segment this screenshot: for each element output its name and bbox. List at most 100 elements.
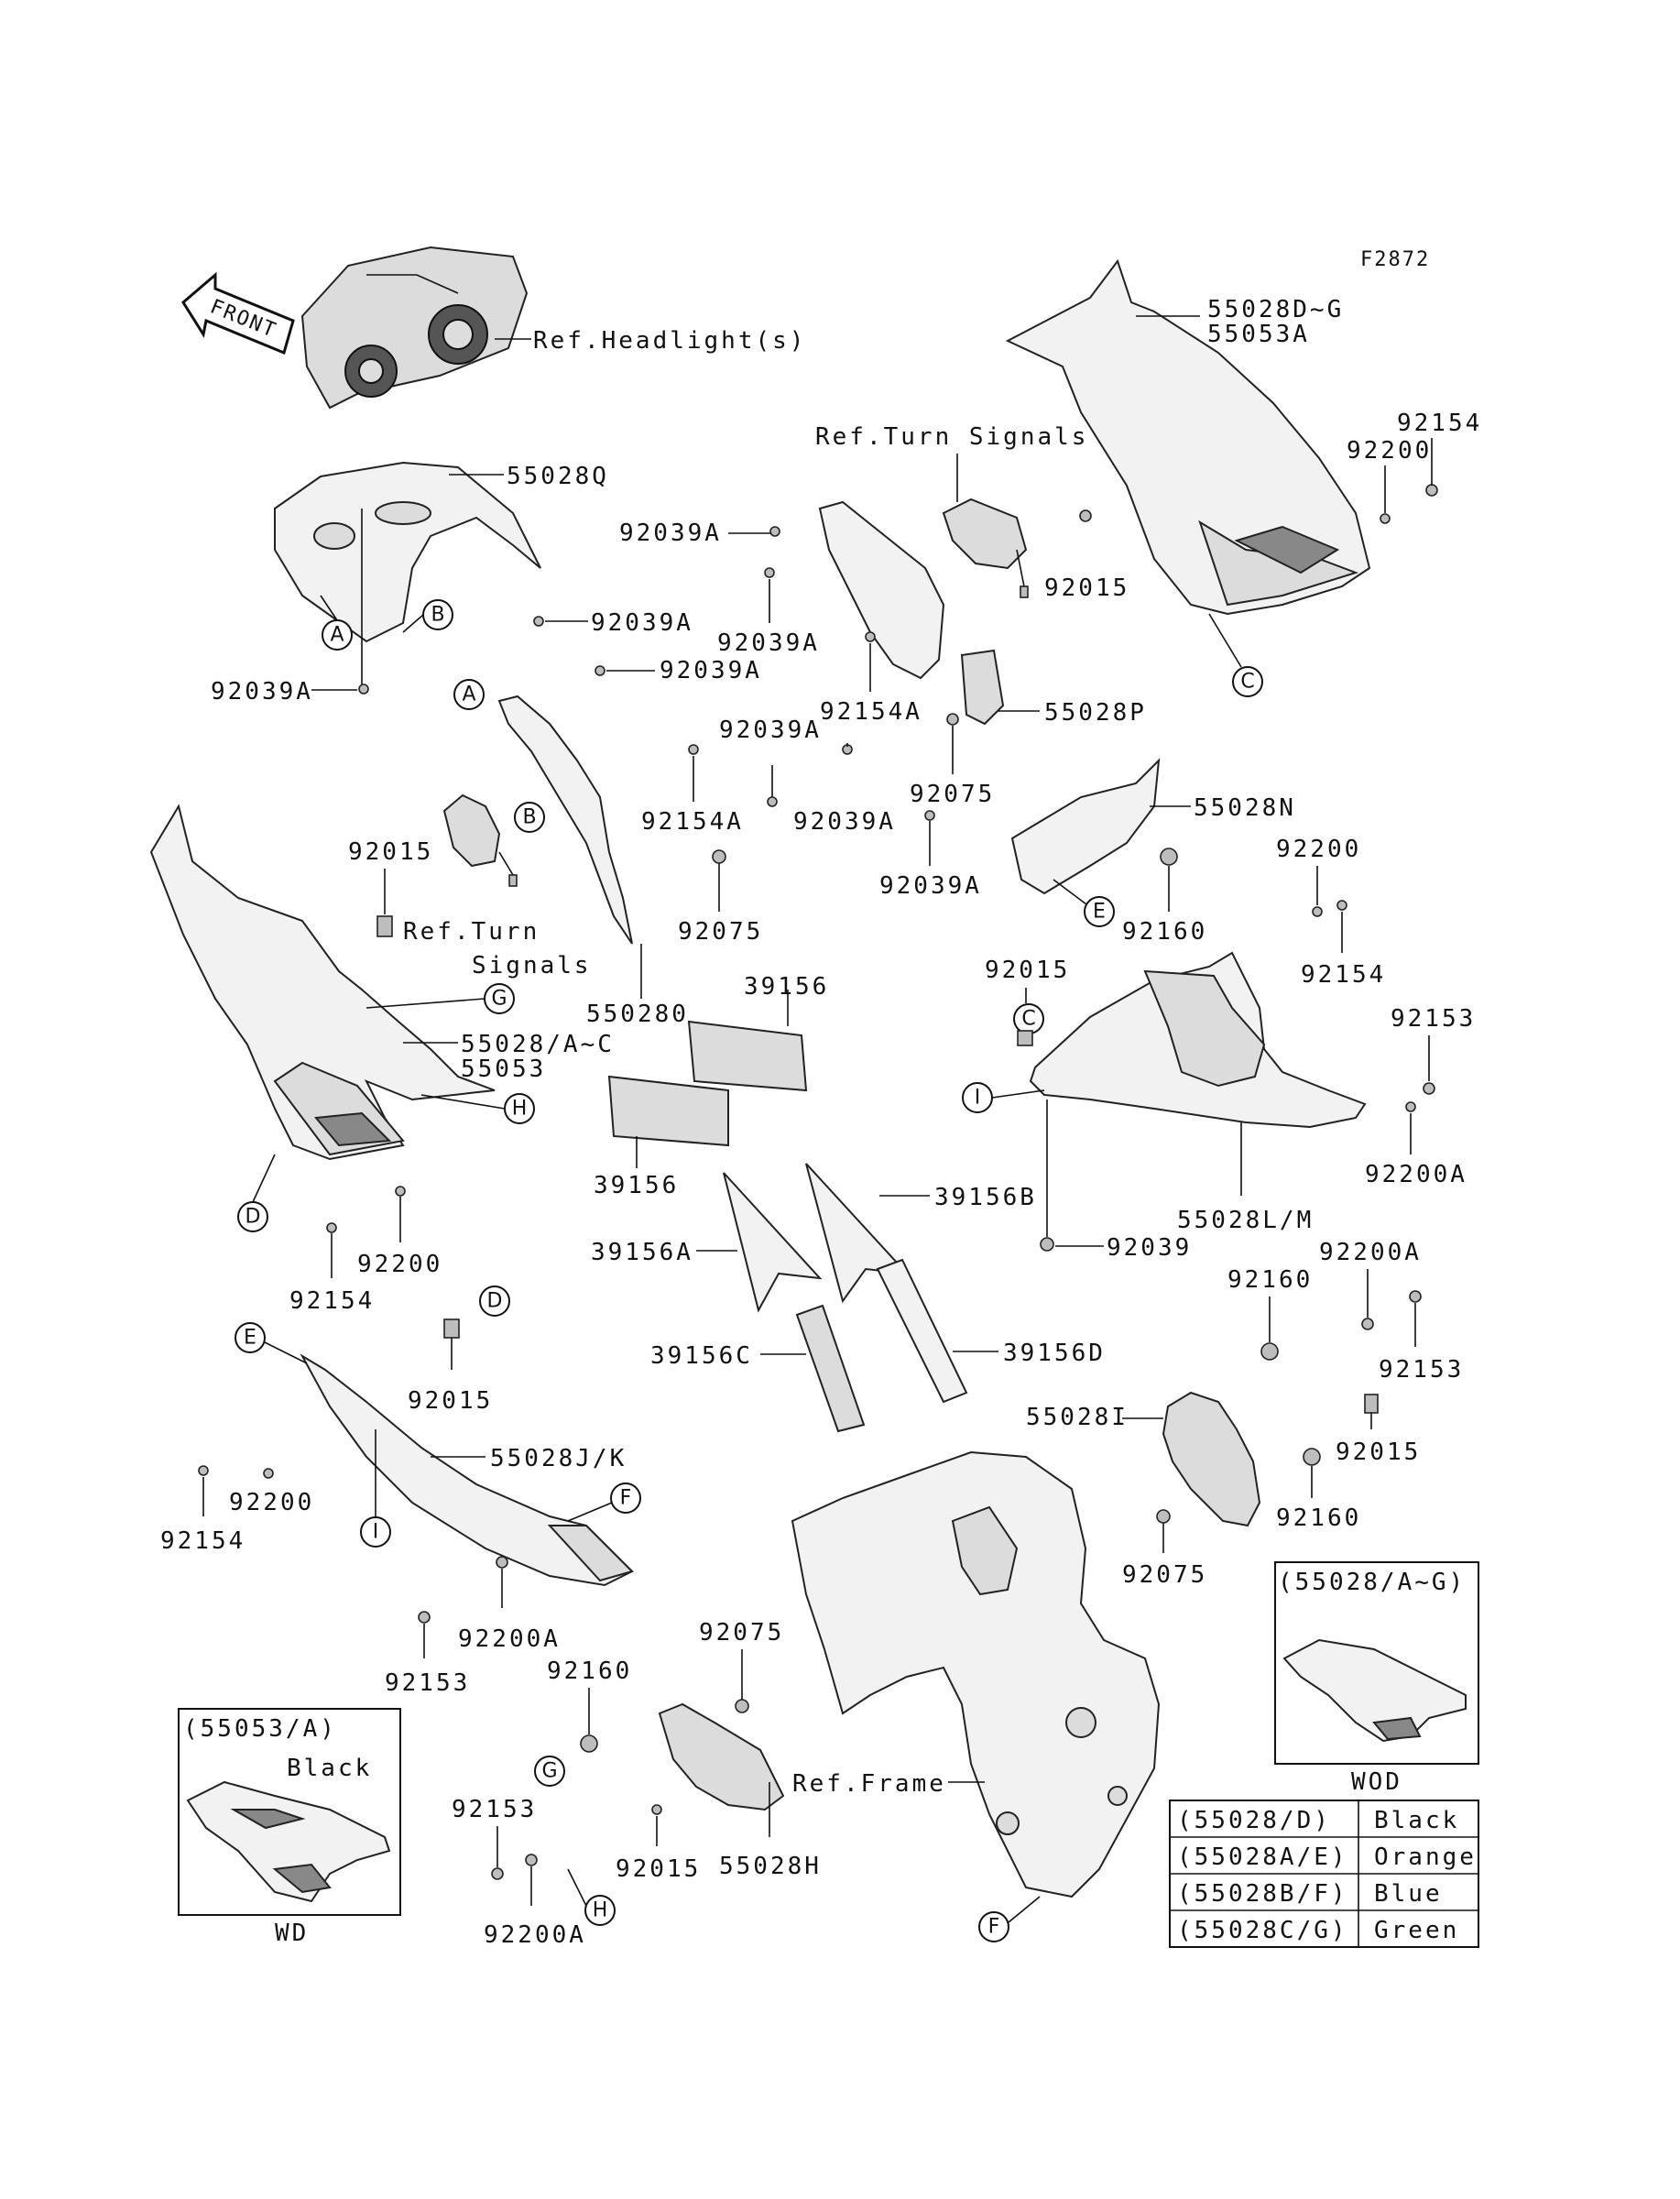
callout-i-text: I bbox=[975, 1087, 981, 1110]
callout-b2-text: B bbox=[522, 806, 536, 829]
part-55028p: 55028P bbox=[1044, 699, 1147, 727]
callout-h-text: H bbox=[512, 1098, 528, 1121]
callout-c-text: C bbox=[1240, 671, 1254, 694]
part-55028dg: 55028D~G bbox=[1207, 296, 1344, 323]
callout-c2-text: C bbox=[1021, 1008, 1035, 1031]
ref-turn-mid-1: Ref.Turn bbox=[403, 918, 540, 946]
part-92015-r: 92015 bbox=[985, 957, 1070, 984]
part-92039a-2: 92039A bbox=[619, 520, 722, 547]
callout-d2 bbox=[479, 1285, 510, 1317]
part-92039a-4: 92039A bbox=[719, 717, 822, 744]
part-92015-l2: 92015 bbox=[408, 1387, 493, 1415]
callout-e2 bbox=[235, 1322, 266, 1353]
part-92154-top: 92154 bbox=[1397, 410, 1482, 437]
part-92075-2: 92075 bbox=[678, 918, 763, 946]
front-arrow-icon: FRONT bbox=[181, 271, 295, 356]
part-92160-2: 92160 bbox=[1227, 1266, 1313, 1294]
part-92153-l: 92153 bbox=[385, 1669, 470, 1697]
color-table: (55028/D) Black (55028A/E) Orange (55028… bbox=[1169, 1800, 1479, 1948]
color-table-part-0: (55028/D) bbox=[1177, 1807, 1331, 1834]
part-92200-mid: 92200 bbox=[1276, 836, 1361, 863]
callout-a-text: A bbox=[330, 624, 344, 647]
upper-fairing-55028dg bbox=[1005, 258, 1371, 616]
part-92075-1: 92075 bbox=[910, 781, 995, 808]
part-92039: 92039 bbox=[1107, 1234, 1192, 1262]
part-92160-3: 92160 bbox=[1276, 1504, 1361, 1532]
inset-wod-caption: WOD bbox=[1351, 1768, 1402, 1796]
side-fairing-55028ac bbox=[149, 804, 496, 1161]
part-92200a-r1: 92200A bbox=[1365, 1161, 1467, 1188]
part-92075-4: 92075 bbox=[699, 1619, 784, 1647]
callout-i2-text: I bbox=[373, 1521, 379, 1544]
part-55028n: 55028N bbox=[1194, 794, 1296, 822]
color-table-color-0: Black bbox=[1374, 1807, 1459, 1834]
inset-wod-title: (55028/A~G) bbox=[1278, 1569, 1466, 1596]
callout-h2 bbox=[584, 1895, 616, 1926]
part-92153-r1: 92153 bbox=[1391, 1005, 1476, 1033]
ref-turn-mid-2: Signals bbox=[472, 952, 592, 979]
sticker-group bbox=[607, 1020, 968, 1433]
lower-fairing-55028lm bbox=[1029, 951, 1367, 1129]
callout-f-text: F bbox=[620, 1487, 632, 1510]
frame-assembly bbox=[791, 1450, 1161, 1898]
callout-e-text: E bbox=[1093, 901, 1106, 924]
color-table-color-2: Blue bbox=[1374, 1880, 1443, 1908]
part-92015-b: 92015 bbox=[616, 1855, 701, 1883]
part-92039a-7: 92039A bbox=[591, 609, 693, 637]
figure-code: F2872 bbox=[1360, 248, 1430, 271]
part-92200-l: 92200 bbox=[357, 1251, 442, 1278]
turn-signal-left bbox=[442, 793, 518, 887]
callout-g2-text: G bbox=[541, 1760, 557, 1783]
part-92015-top: 92015 bbox=[1044, 574, 1129, 602]
part-92153-r2: 92153 bbox=[1379, 1356, 1464, 1384]
part-92154-l2: 92154 bbox=[160, 1527, 245, 1555]
inset-wd-title: (55053/A) bbox=[183, 1715, 337, 1743]
callout-f2 bbox=[978, 1911, 1009, 1942]
part-92039a-6: 92039A bbox=[879, 872, 982, 900]
lower-fairing-55028jk bbox=[300, 1353, 634, 1587]
inner-panel-left-550280 bbox=[497, 695, 633, 945]
part-92039a-3: 92039A bbox=[717, 629, 820, 657]
callout-h2-text: H bbox=[593, 1899, 608, 1922]
inner-cowl-55028q bbox=[274, 461, 541, 643]
callout-d2-text: D bbox=[487, 1290, 503, 1313]
part-92039a-1: 92039A bbox=[211, 678, 313, 706]
part-92015-left: 92015 bbox=[348, 838, 433, 866]
callout-a2 bbox=[453, 679, 485, 710]
inset-wd-color: Black bbox=[287, 1755, 372, 1782]
color-table-part-1: (55028A/E) bbox=[1177, 1843, 1348, 1871]
part-92039a-8: 92039A bbox=[660, 657, 762, 684]
callout-g2 bbox=[534, 1756, 565, 1787]
inner-panel-right bbox=[818, 500, 1005, 726]
inner-piece-55028h bbox=[658, 1702, 785, 1811]
ref-headlights-label: Ref.Headlight(s) bbox=[533, 327, 806, 355]
callout-b-text: B bbox=[431, 604, 444, 627]
callout-e2-text: E bbox=[244, 1327, 256, 1350]
callout-d-text: D bbox=[245, 1206, 261, 1229]
callout-c bbox=[1232, 666, 1263, 697]
inset-wd-caption: WD bbox=[275, 1920, 309, 1947]
part-55028i: 55028I bbox=[1026, 1404, 1129, 1431]
part-55053: 55053 bbox=[461, 1056, 546, 1083]
callout-f bbox=[610, 1482, 641, 1514]
part-39156b: 39156B bbox=[934, 1184, 1037, 1211]
part-92160-1: 92160 bbox=[1122, 918, 1207, 946]
part-92015-r2: 92015 bbox=[1336, 1439, 1421, 1466]
part-92075-3: 92075 bbox=[1122, 1561, 1207, 1589]
part-55028jk: 55028J/K bbox=[490, 1445, 627, 1472]
part-92200a-b: 92200A bbox=[484, 1921, 586, 1949]
part-92154-l: 92154 bbox=[289, 1287, 375, 1315]
part-92200a-r2: 92200A bbox=[1319, 1239, 1422, 1266]
color-table-color-1: Orange bbox=[1374, 1843, 1477, 1871]
sticker-39156d bbox=[876, 1258, 968, 1404]
part-92153-b: 92153 bbox=[452, 1796, 537, 1823]
sticker-39156-top bbox=[687, 1020, 808, 1092]
ref-frame-label: Ref.Frame bbox=[792, 1770, 946, 1798]
inner-piece-55028i bbox=[1162, 1391, 1261, 1527]
part-92200-l2: 92200 bbox=[229, 1489, 314, 1516]
color-table-part-3: (55028C/G) bbox=[1177, 1917, 1348, 1944]
collar-92015 bbox=[376, 915, 393, 937]
part-55028lm: 55028L/M bbox=[1177, 1207, 1314, 1234]
part-55028ac: 55028/A~C bbox=[461, 1031, 615, 1058]
